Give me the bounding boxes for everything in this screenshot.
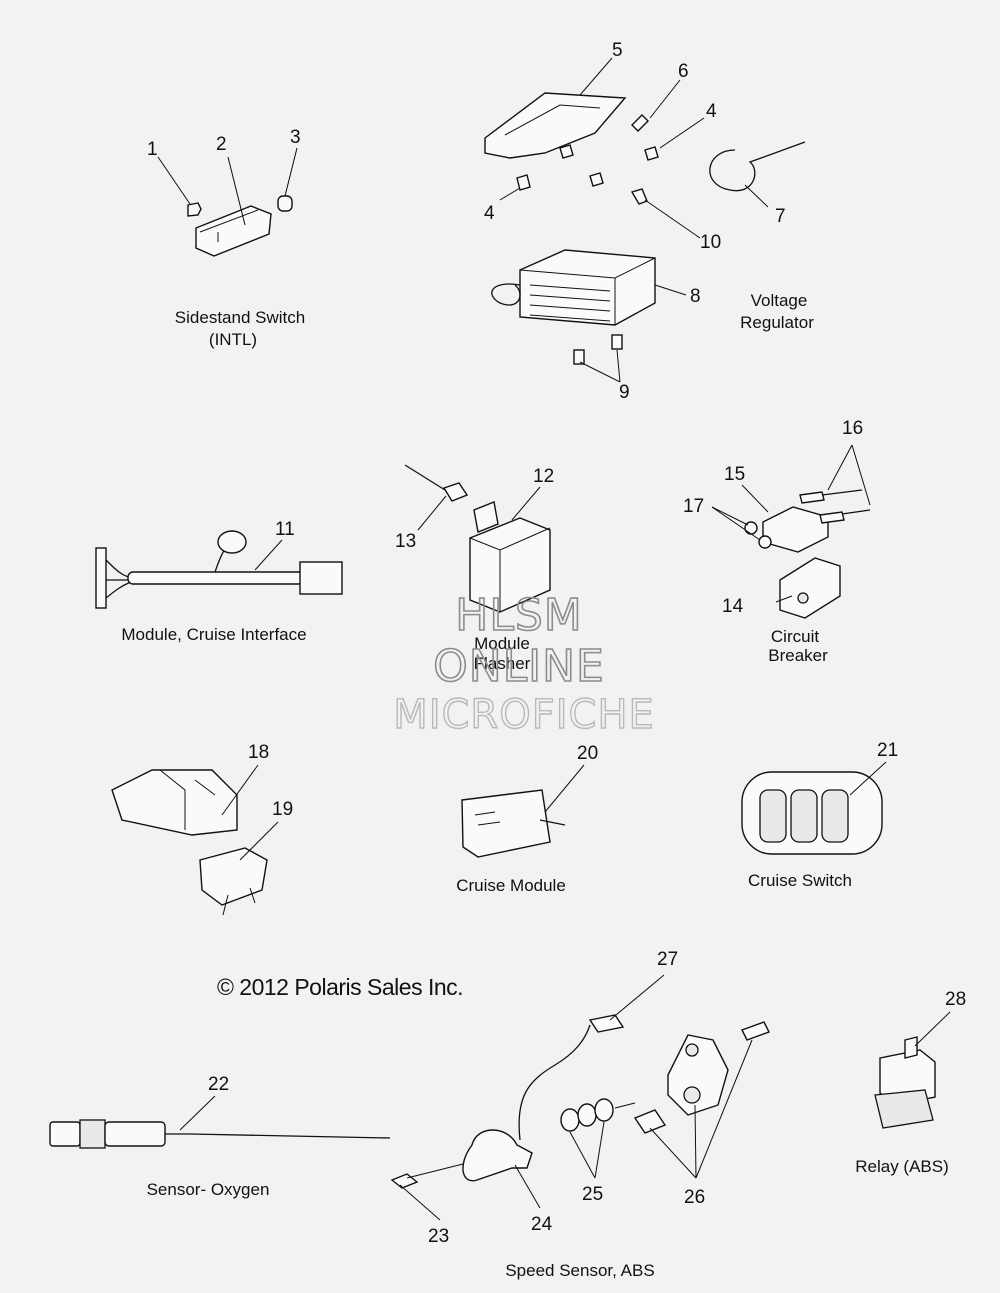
callout-23: 23: [428, 1226, 449, 1247]
part-17-nut-a: [744, 521, 758, 535]
cruise-interface-group: [95, 530, 343, 609]
callout-13: 13: [395, 531, 416, 552]
part-15-breaker: [762, 506, 829, 553]
watermark-line1: HLSM: [455, 590, 583, 641]
copyright-notice: © 2012 Polaris Sales Inc.: [217, 974, 463, 1000]
circuit-breaker-group: [711, 444, 871, 619]
fuse-holder-group: [111, 764, 279, 916]
speed-sensor-group: [390, 974, 770, 1221]
caption-relay-abs: Relay (ABS): [855, 1157, 949, 1176]
callout-25: 25: [582, 1184, 603, 1205]
captions: Sidestand Switch (INTL) Voltage Regulato…: [121, 291, 948, 1280]
callout-24: 24: [531, 1214, 553, 1235]
part-4-nut-a: [644, 146, 659, 161]
callout-4-lower: 4: [484, 203, 495, 224]
callout-17: 17: [683, 496, 704, 517]
part-11-connector-left: [95, 547, 107, 609]
part-12-flasher: [469, 517, 551, 613]
part-3-cap: [277, 195, 293, 212]
callout-10: 10: [700, 232, 721, 253]
part-10-screw: [630, 188, 648, 205]
callout-27: 27: [657, 949, 678, 970]
part-8-regulator: [519, 249, 656, 326]
flasher-group: [404, 464, 551, 613]
part-19-fuse: [199, 847, 268, 906]
callout-5: 5: [612, 40, 623, 61]
callout-20: 20: [577, 743, 598, 764]
part-18-fuse-holder: [111, 769, 238, 836]
caption-sidestand-line1: Sidestand Switch: [175, 308, 305, 327]
caption-flasher-line2: Flasher: [474, 654, 531, 673]
callout-26: 26: [684, 1187, 705, 1208]
caption-sensor-oxygen: Sensor- Oxygen: [147, 1180, 270, 1199]
callout-11: 11: [275, 519, 295, 540]
callout-4-upper: 4: [706, 101, 717, 122]
caption-speed-sensor: Speed Sensor, ABS: [505, 1261, 654, 1280]
caption-cruise-interface: Module, Cruise Interface: [121, 625, 306, 644]
watermark: HLSM ONLINE MICROFICHE: [392, 589, 655, 739]
callout-labels: 1 2 3 5 6 4 4 7 10 8 9 16 15 17 14 12 13…: [147, 40, 966, 1247]
callout-12: 12: [533, 466, 554, 487]
part-25-washer-c: [594, 1098, 614, 1122]
caption-cruise-switch: Cruise Switch: [748, 871, 852, 890]
part-25-washer-a: [560, 1108, 580, 1132]
cruise-switch-group: [741, 761, 887, 855]
part-2-switch: [195, 205, 272, 257]
callout-19: 19: [272, 799, 293, 820]
caption-breaker-line2: Breaker: [768, 646, 828, 665]
callout-14: 14: [722, 596, 744, 617]
caption-flasher-line1: Module: [474, 634, 530, 653]
callout-18: 18: [248, 742, 269, 763]
callout-21: 21: [877, 740, 898, 761]
part-11-module: [299, 561, 343, 595]
callout-1: 1: [147, 139, 158, 160]
part-9-screw-a: [573, 349, 585, 365]
callout-2: 2: [216, 134, 227, 155]
callout-9: 9: [619, 382, 630, 403]
callout-15: 15: [724, 464, 745, 485]
part-14-breaker-cover: [779, 557, 841, 619]
part-24-speed-sensor: [462, 1129, 533, 1182]
callout-28: 28: [945, 989, 966, 1010]
callout-16: 16: [842, 418, 863, 439]
part-16-rivet-b: [819, 511, 845, 524]
part-27-clip: [588, 1014, 625, 1033]
callout-8: 8: [690, 286, 701, 307]
part-22-sensor-tip: [49, 1121, 81, 1147]
part-6-clip: [631, 114, 649, 132]
part-7-cable-tie: [709, 141, 806, 192]
part-17-nut-b: [758, 535, 772, 549]
part-25-washer-b: [577, 1103, 597, 1127]
cruise-module-group: [461, 764, 585, 858]
relay-abs-group: [874, 1011, 951, 1129]
callout-6: 6: [678, 61, 689, 82]
part-5-bracket: [484, 92, 627, 159]
part-11-harness: [127, 571, 304, 585]
part-20-cruise-module: [461, 789, 551, 858]
caption-cruise-module: Cruise Module: [456, 876, 566, 895]
caption-voltage-line1: Voltage: [751, 291, 808, 310]
callout-3: 3: [290, 127, 301, 148]
sidestand-switch-group: [157, 147, 298, 257]
part-26-bracket: [667, 1034, 729, 1116]
watermark-line3: MICROFICHE: [393, 692, 655, 738]
callout-22: 22: [208, 1074, 229, 1095]
part-1-screw: [187, 202, 202, 217]
part-9-screw-b: [611, 334, 623, 350]
caption-breaker-line1: Circuit: [771, 627, 819, 646]
caption-sidestand-line2: (INTL): [209, 330, 257, 349]
voltage-regulator-group: [484, 57, 806, 383]
caption-voltage-line2: Regulator: [740, 313, 814, 332]
part-13-grommet: [442, 482, 469, 502]
part-16-rivet-a: [799, 491, 825, 504]
watermark-line2: ONLINE: [433, 641, 605, 692]
callout-7: 7: [775, 206, 786, 227]
oxygen-sensor-group: [49, 1095, 391, 1149]
part-4-nut-b: [516, 174, 531, 191]
